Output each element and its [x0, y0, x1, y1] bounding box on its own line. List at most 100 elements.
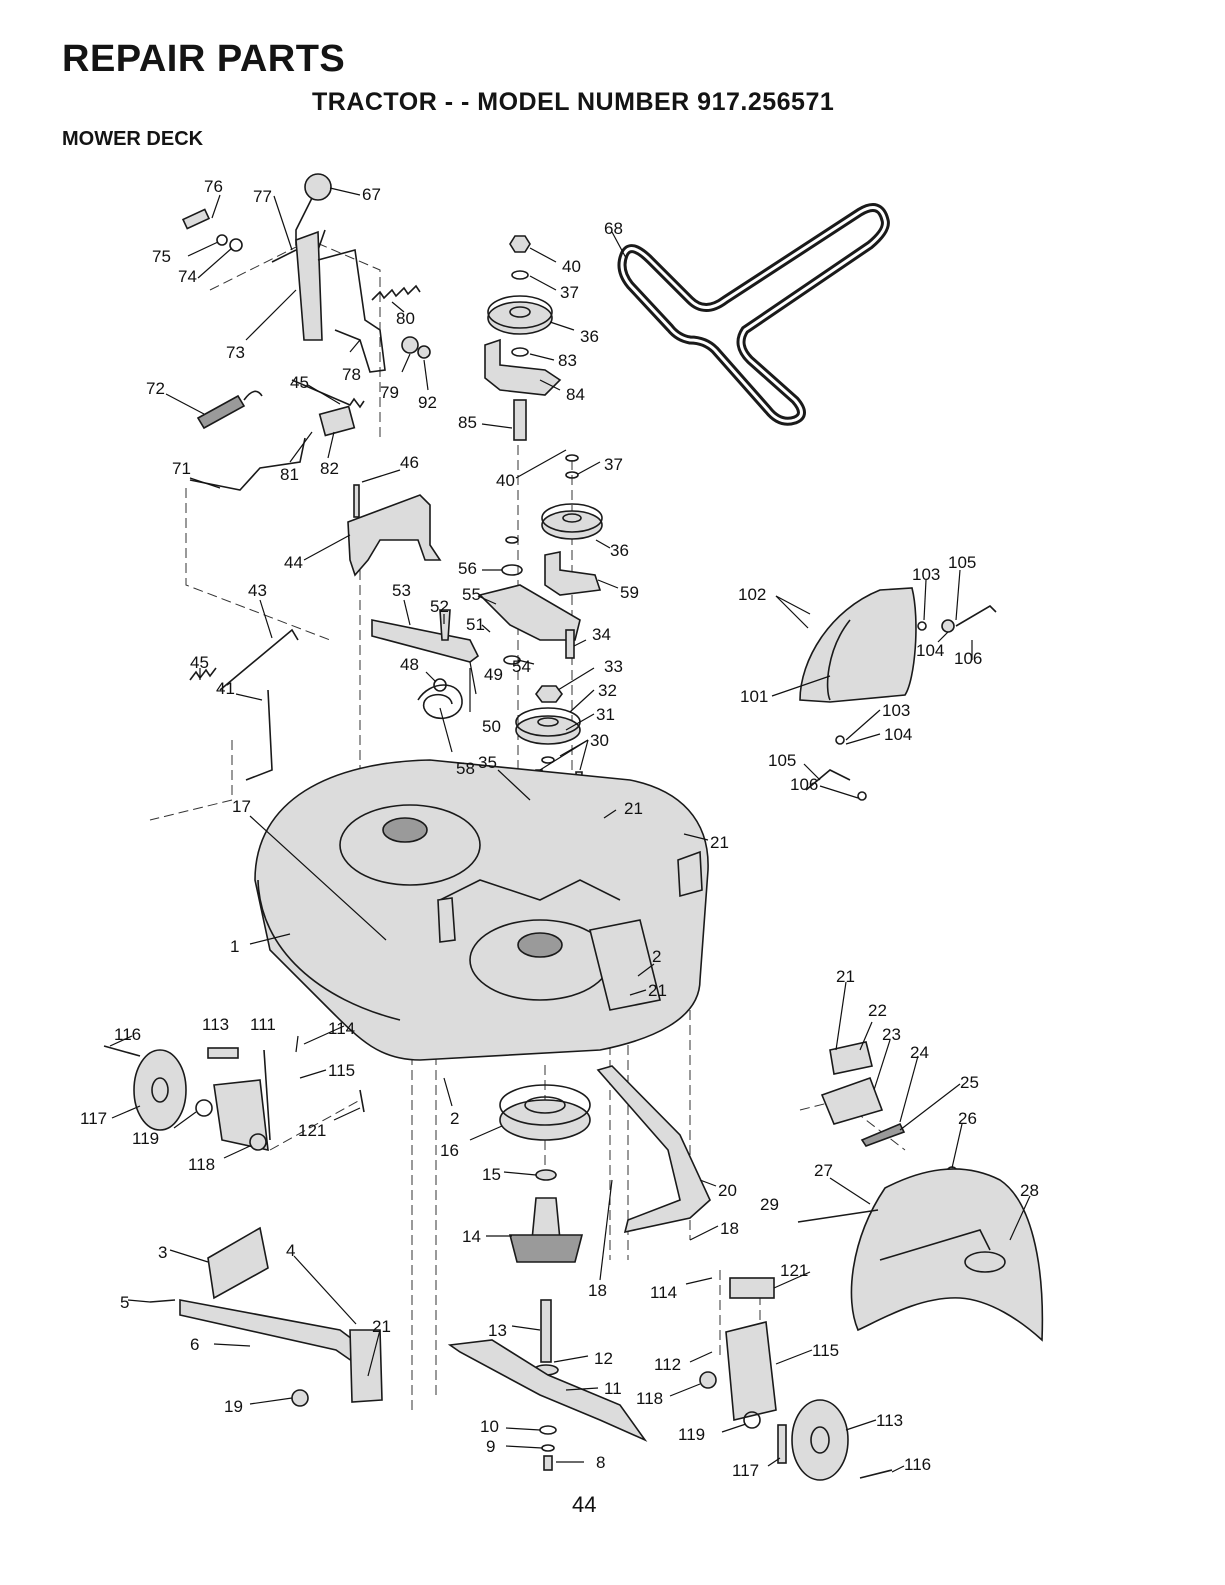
callout-21: 21 — [648, 981, 667, 1000]
callout-103: 103 — [882, 701, 910, 720]
callout-118: 118 — [188, 1155, 215, 1174]
bolt-52 — [439, 609, 451, 641]
page-title: REPAIR PARTS — [62, 38, 346, 80]
callout-83: 83 — [558, 351, 577, 370]
callout-36: 36 — [610, 541, 629, 560]
callout-37: 37 — [560, 283, 579, 302]
callout-51: 51 — [466, 615, 485, 634]
callout-3: 3 — [158, 1243, 167, 1262]
callout-117: 117 — [80, 1109, 107, 1128]
callout-84: 84 — [566, 385, 585, 404]
callout-104: 104 — [916, 641, 944, 660]
callout-8: 8 — [596, 1453, 605, 1472]
callout-113: 113 — [876, 1411, 903, 1430]
drive-belt — [617, 203, 890, 426]
callout-21: 21 — [624, 799, 643, 818]
rod-29 — [797, 1209, 879, 1223]
callout-75: 75 — [152, 247, 171, 266]
callout-43: 43 — [248, 581, 267, 600]
callout-115: 115 — [328, 1061, 355, 1080]
washer-79 — [401, 336, 419, 354]
callout-5: 5 — [120, 1293, 129, 1312]
section-heading: MOWER DECK — [62, 128, 204, 150]
bolt-8 — [543, 1455, 553, 1471]
lift-rod-71 — [189, 437, 306, 491]
callout-117: 117 — [732, 1461, 759, 1480]
mower-deck-housing — [254, 759, 709, 1061]
callout-2: 2 — [652, 947, 661, 966]
callout-111: 111 — [250, 1015, 276, 1034]
callout-31: 31 — [596, 705, 615, 724]
blade-spindle-assembly — [499, 1084, 591, 1376]
mower-blade-11 — [447, 1339, 648, 1442]
callout-16: 16 — [440, 1141, 459, 1160]
callout-45: 45 — [290, 373, 309, 392]
spring-45-upper — [291, 379, 365, 409]
callout-78: 78 — [342, 365, 361, 384]
callout-leader-lines — [109, 187, 1031, 1473]
callout-56: 56 — [458, 559, 477, 578]
callout-50: 50 — [482, 717, 501, 736]
discharge-chute-27 — [850, 1168, 1044, 1342]
lower-idler-pulley — [505, 454, 603, 596]
rear-bracket-assembly — [820, 1041, 958, 1178]
torsion-spring-58 — [417, 684, 463, 720]
upper-idler-pulley — [484, 235, 562, 441]
callout-119: 119 — [678, 1425, 705, 1444]
callout-121: 121 — [298, 1121, 326, 1140]
callout-6: 6 — [190, 1335, 199, 1354]
callout-104: 104 — [884, 725, 912, 744]
bracket-82 — [318, 405, 356, 437]
lift-link-41 — [245, 689, 273, 781]
washer-9 — [541, 1444, 555, 1452]
callout-22: 22 — [868, 1001, 887, 1020]
callout-2: 2 — [450, 1109, 459, 1128]
callout-114: 114 — [328, 1019, 355, 1038]
callout-35: 35 — [478, 753, 497, 772]
callout-73: 73 — [226, 343, 245, 362]
callout-112: 112 — [654, 1355, 681, 1374]
callout-40: 40 — [496, 471, 515, 490]
washer-10 — [539, 1425, 557, 1435]
callout-21: 21 — [710, 833, 729, 852]
callout-48: 48 — [400, 655, 419, 674]
callout-49: 49 — [484, 665, 503, 684]
callout-21: 21 — [372, 1317, 391, 1336]
callout-119: 119 — [132, 1129, 159, 1148]
callout-74: 74 — [178, 267, 197, 286]
spring-80 — [371, 284, 421, 301]
page-number: 44 — [572, 1492, 597, 1517]
callout-101: 101 — [740, 687, 768, 706]
baffle-20 — [596, 1065, 711, 1234]
callout-121: 121 — [780, 1261, 808, 1280]
callout-71: 71 — [172, 459, 191, 478]
callout-53: 53 — [392, 581, 411, 600]
callout-116: 116 — [904, 1455, 931, 1474]
callout-1: 1 — [230, 937, 239, 956]
callout-102: 102 — [738, 585, 766, 604]
callout-106: 106 — [790, 775, 818, 794]
model-subtitle: TRACTOR - - MODEL NUMBER 917.256571 — [312, 88, 835, 116]
callout-33: 33 — [604, 657, 623, 676]
callout-113: 113 — [202, 1015, 229, 1034]
callout-52: 52 — [430, 597, 449, 616]
deflector-shield-101 — [799, 587, 997, 801]
bolt-hardware-76 — [181, 208, 243, 252]
spring-72 — [196, 394, 246, 430]
callout-40: 40 — [562, 257, 581, 276]
callout-25: 25 — [960, 1073, 979, 1092]
callout-30: 30 — [590, 731, 609, 750]
callout-15: 15 — [482, 1165, 501, 1184]
callout-11: 11 — [604, 1379, 622, 1398]
left-wheel-assembly — [103, 1045, 365, 1152]
callout-80: 80 — [396, 309, 415, 328]
callout-106: 106 — [954, 649, 982, 668]
callout-68: 68 — [604, 219, 623, 238]
callout-54: 54 — [512, 657, 531, 676]
callout-67: 67 — [362, 185, 381, 204]
callout-29: 29 — [760, 1195, 779, 1214]
front-lift-bar — [149, 1226, 383, 1407]
callout-28: 28 — [1020, 1181, 1039, 1200]
lift-link-43 — [219, 628, 299, 691]
